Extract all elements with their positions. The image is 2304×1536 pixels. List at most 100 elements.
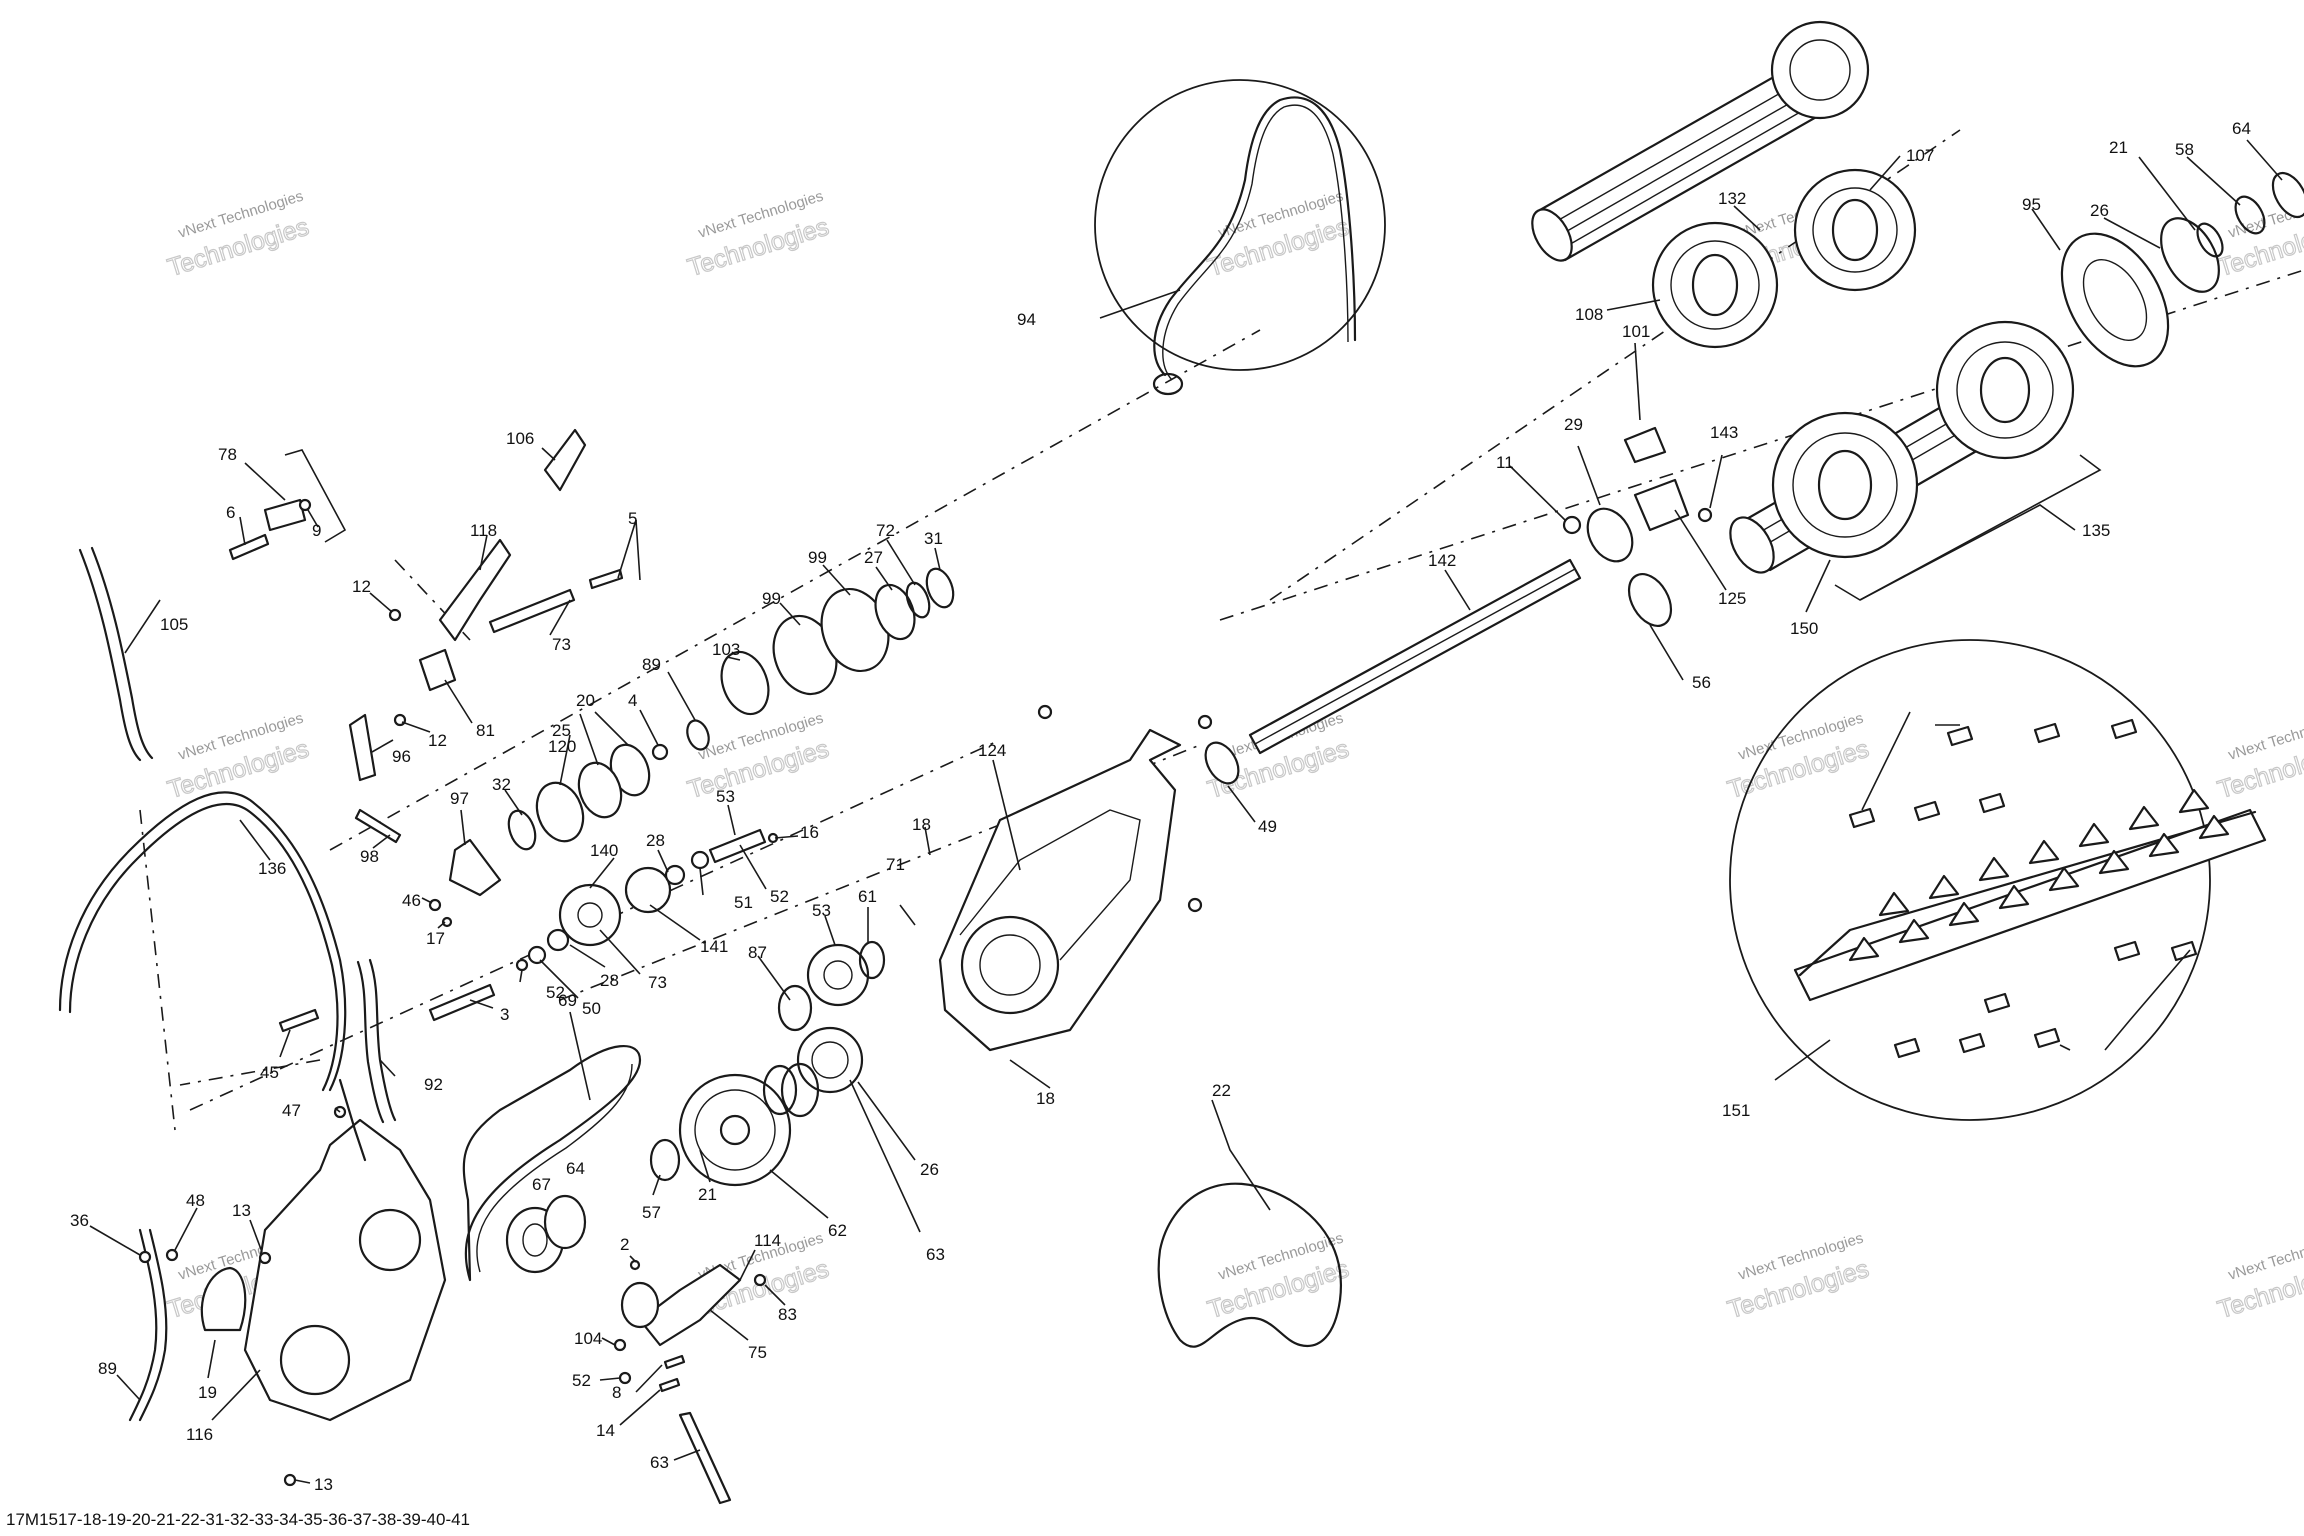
seal-48 [1204, 741, 1240, 785]
slider-tooth [2028, 839, 2060, 865]
bearing-housing-94 [2060, 232, 2170, 368]
leader-105 [541, 447, 556, 461]
cable-132-edge [68, 802, 339, 1092]
track-clip [1893, 1037, 1921, 1059]
gear-60-bore [719, 1114, 751, 1146]
watermark: vNext Technologies Technologies [164, 710, 313, 805]
bracket-124 [1834, 454, 2102, 601]
track-slider-base [1793, 808, 2267, 1002]
callout-12: 12 [352, 577, 371, 596]
bolt-47 [165, 1248, 179, 1262]
callout-28: 28 [646, 831, 665, 850]
leader-81 [764, 1284, 786, 1306]
callout-26: 26 [920, 1160, 939, 1179]
leader-132 [239, 819, 271, 861]
leader-12-upper [369, 592, 393, 613]
watermark: vNext Technologies Technologies [1204, 188, 1353, 283]
bearing-26-lower-bore [811, 1041, 849, 1079]
leader-76 [244, 462, 286, 501]
bolt-6 [228, 533, 270, 561]
leader-26-lower [857, 1081, 916, 1161]
hose-89-edge [356, 960, 385, 1124]
track-clip [1958, 1032, 1986, 1054]
leader-lines [89, 139, 2283, 1484]
hose-104 [78, 548, 142, 762]
cover-rib [959, 809, 1141, 961]
leader-32 [504, 789, 523, 816]
shift-lever-114 [438, 538, 512, 642]
callout-25: 25 [552, 721, 571, 740]
leader-58 [2186, 156, 2241, 206]
drive-chain-67 [462, 1045, 642, 1282]
sprocket-ring [1812, 187, 1898, 273]
leader-150 [2104, 949, 2191, 1051]
cover-bolt [1197, 714, 1213, 730]
callout-60: 62 [828, 1221, 847, 1240]
leader-16 [774, 835, 799, 839]
cover-bolt [1037, 704, 1053, 720]
leader-78 [444, 679, 473, 724]
callout-14: 14 [596, 1421, 615, 1440]
upper-shaft-flange-inner [1789, 39, 1851, 101]
callout-99: 99 [808, 548, 827, 567]
leader-21-lower [699, 1149, 711, 1183]
leader-19 [207, 1339, 216, 1379]
leader-11 [1509, 465, 1566, 521]
callout-106: 107 [1906, 146, 1934, 165]
callout-89: 92 [424, 1075, 443, 1094]
callout-114: 118 [470, 521, 497, 540]
washer-56 [618, 1371, 632, 1385]
roller-108 [620, 1281, 660, 1329]
callout-63: 67 [532, 1175, 551, 1194]
callout-95: 96 [392, 747, 411, 766]
leader-125 [1733, 205, 1761, 231]
slider-tooth [2048, 866, 2080, 892]
callout-59: 61 [858, 887, 877, 906]
leader-60 [769, 1169, 829, 1219]
bearing-29 [1586, 507, 1634, 563]
slider-tooth [2178, 788, 2210, 814]
slider-tooth [1928, 874, 1960, 900]
callout-22: 22 [1212, 1081, 1231, 1100]
callout-28: 28 [600, 971, 619, 990]
callout-135: 140 [590, 841, 618, 860]
callout-16: 16 [800, 823, 819, 842]
wiring-harness-edge [1162, 104, 1349, 381]
axis-line [1219, 269, 2304, 621]
circlip-21 [2196, 222, 2224, 258]
leader-116 [559, 734, 571, 786]
circlip-21-lower [762, 1064, 798, 1116]
leader-124 [1859, 504, 2076, 601]
callout-125: 132 [1718, 189, 1746, 208]
sprocket-142 [1771, 411, 1919, 559]
hose-104-edge [90, 546, 154, 760]
bearing-25 [577, 761, 623, 819]
bolt-81 [753, 1273, 767, 1287]
leader-6 [239, 516, 246, 546]
ring-27 [874, 583, 916, 641]
callout-116: 120 [548, 737, 576, 756]
callout-61: 63 [926, 1245, 945, 1264]
needle-bearing-102 [720, 650, 770, 716]
leader-94 [2031, 208, 2061, 251]
track-slider-ridge [1798, 810, 2257, 977]
callout-6: 6 [226, 503, 235, 522]
callout-52: 53 [716, 787, 735, 806]
callout-78: 81 [476, 721, 495, 740]
callout-3: 3 [500, 1005, 509, 1024]
callout-48: 49 [1258, 817, 1277, 836]
wiring-harness [1153, 96, 1357, 377]
leader-72 [549, 599, 571, 636]
callout-141: 143 [1710, 423, 1738, 442]
sprocket-bore [1817, 449, 1873, 521]
callout-18: 18 [912, 815, 931, 834]
callout-67: 69 [558, 991, 577, 1010]
inner-case-bore [358, 1208, 422, 1272]
leader-46 [334, 1107, 341, 1113]
watermark: vNext Technologies Technologies [2214, 1230, 2304, 1325]
chain-edge [476, 1063, 633, 1273]
gear-set [649, 940, 886, 1187]
track-clip [1848, 807, 1876, 829]
upper-gear-train [651, 567, 955, 761]
track-clip [2113, 940, 2141, 962]
